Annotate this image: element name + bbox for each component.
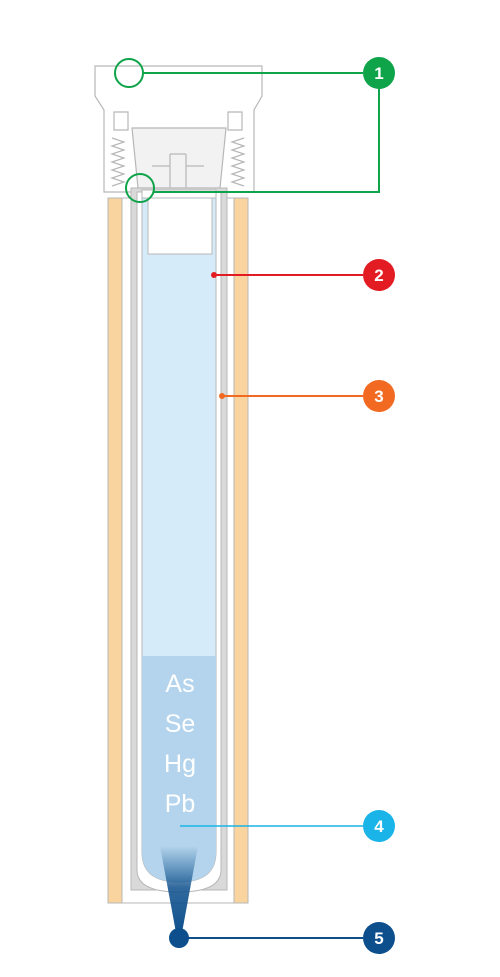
thread-left bbox=[110, 137, 126, 187]
callout-badge-4 bbox=[363, 810, 395, 842]
callout-5: 5 bbox=[169, 922, 395, 954]
cap-plug bbox=[131, 127, 227, 189]
element-label-pb: Pb bbox=[165, 790, 196, 818]
callout-badge-3 bbox=[363, 380, 395, 412]
energy-beam bbox=[160, 846, 198, 938]
callout-2: 2 bbox=[211, 259, 395, 291]
thread-right bbox=[230, 137, 246, 187]
element-labels: As Se Hg Pb bbox=[164, 670, 196, 818]
headspace bbox=[147, 195, 213, 255]
callout-4: 4 bbox=[180, 810, 395, 842]
callout-number-1: 1 bbox=[374, 64, 383, 83]
cap-inner-left bbox=[113, 111, 129, 131]
callout-1: 1 bbox=[114, 57, 395, 203]
vial-rim bbox=[141, 189, 217, 199]
cap-inner-right bbox=[227, 111, 243, 131]
callout-number-5: 5 bbox=[374, 929, 383, 948]
callout-badge-1 bbox=[363, 57, 395, 89]
callout-badge-2 bbox=[363, 259, 395, 291]
element-label-as: As bbox=[165, 670, 194, 698]
element-label-se: Se bbox=[165, 710, 196, 738]
cap-stem bbox=[169, 153, 187, 188]
callout-number-4: 4 bbox=[374, 817, 384, 836]
element-label-hg: Hg bbox=[164, 750, 196, 778]
callout-badge-5 bbox=[363, 922, 395, 954]
callout-number-2: 2 bbox=[374, 266, 383, 285]
callout-3: 3 bbox=[219, 380, 395, 412]
callout-number-3: 3 bbox=[374, 387, 383, 406]
sample-vial bbox=[141, 189, 217, 883]
